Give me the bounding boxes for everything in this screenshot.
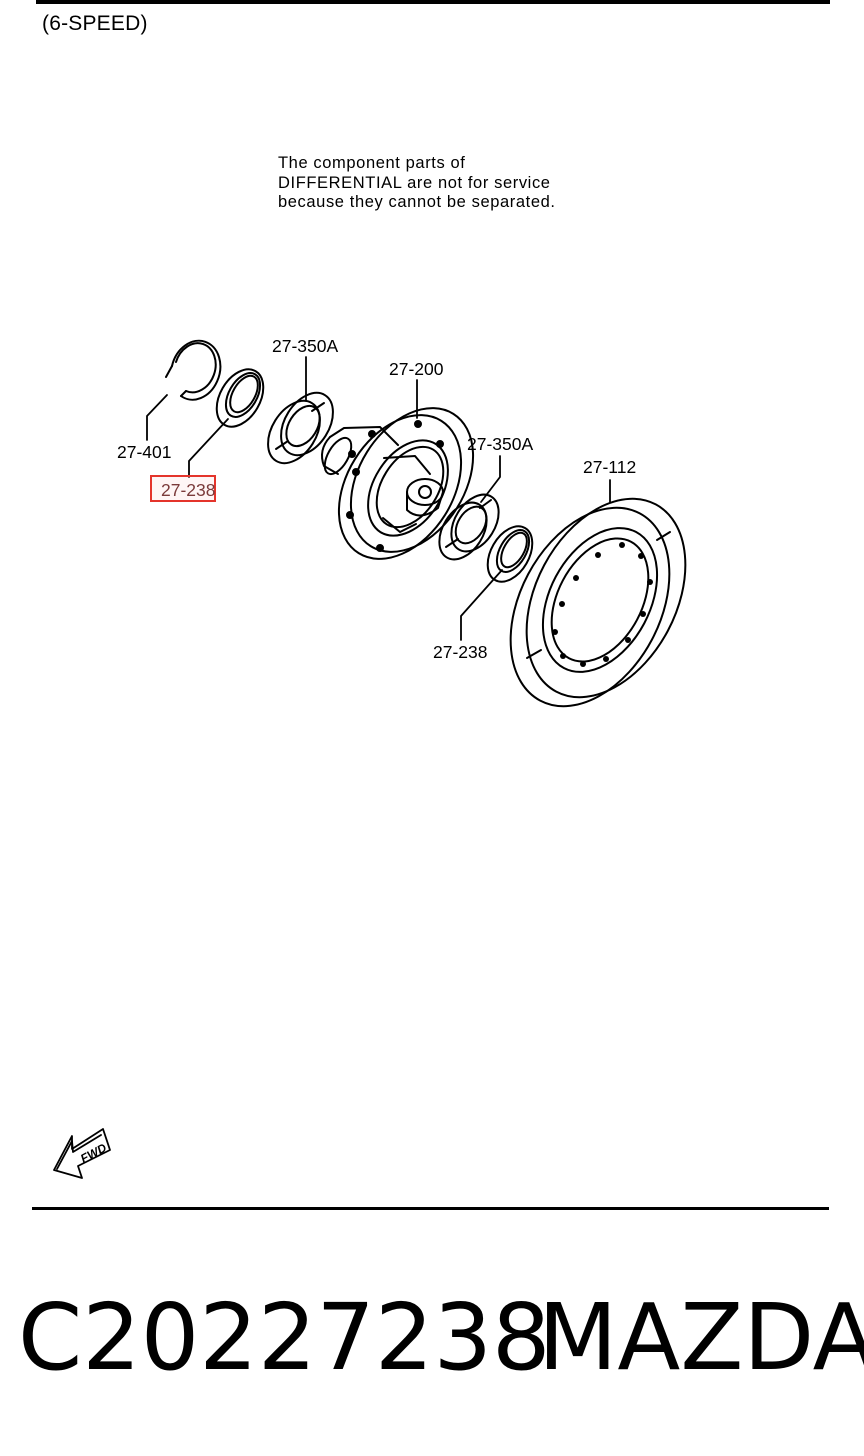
bottom-rule: [32, 1207, 829, 1210]
snap-ring-icon: [165, 339, 222, 401]
diagram-title: (6-SPEED): [42, 12, 148, 35]
part-number: C20227238: [18, 1284, 551, 1391]
fwd-arrow-icon: [53, 1128, 111, 1179]
callout-ring-gear: 27-112: [583, 457, 637, 477]
callout-seal-right: 27-238: [433, 642, 488, 662]
oil-seal-left-icon: [215, 368, 265, 428]
top-rule: [36, 0, 830, 4]
note-line-2: DIFFERENTIAL are not for service: [278, 173, 551, 192]
highlighted-part-box[interactable]: 27-238: [150, 475, 216, 502]
callout-bearing-left: 27-350A: [272, 336, 339, 356]
callout-differential: 27-200: [389, 359, 444, 379]
brand-name: MAZDA: [538, 1284, 864, 1391]
oil-seal-right-icon: [486, 525, 534, 583]
callout-seal-left: 27-238: [161, 480, 216, 500]
note-line-1: The component parts of: [278, 154, 466, 172]
ring-gear-bolt-holes: [552, 542, 653, 667]
note-line-3: because they cannot be separated.: [278, 193, 556, 211]
callout-snap-ring: 27-401: [117, 442, 172, 462]
differential-case-icon: [321, 407, 475, 560]
bearing-left-icon: [267, 391, 334, 465]
leader-lines: [146, 356, 611, 641]
ring-gear-icon: [509, 497, 687, 708]
service-note: The component parts of DIFFERENTIAL are …: [278, 154, 556, 213]
fwd-label: FWD: [78, 1140, 109, 1165]
callout-bearing-right: 27-350A: [467, 434, 534, 454]
bearing-right-icon: [438, 493, 500, 561]
